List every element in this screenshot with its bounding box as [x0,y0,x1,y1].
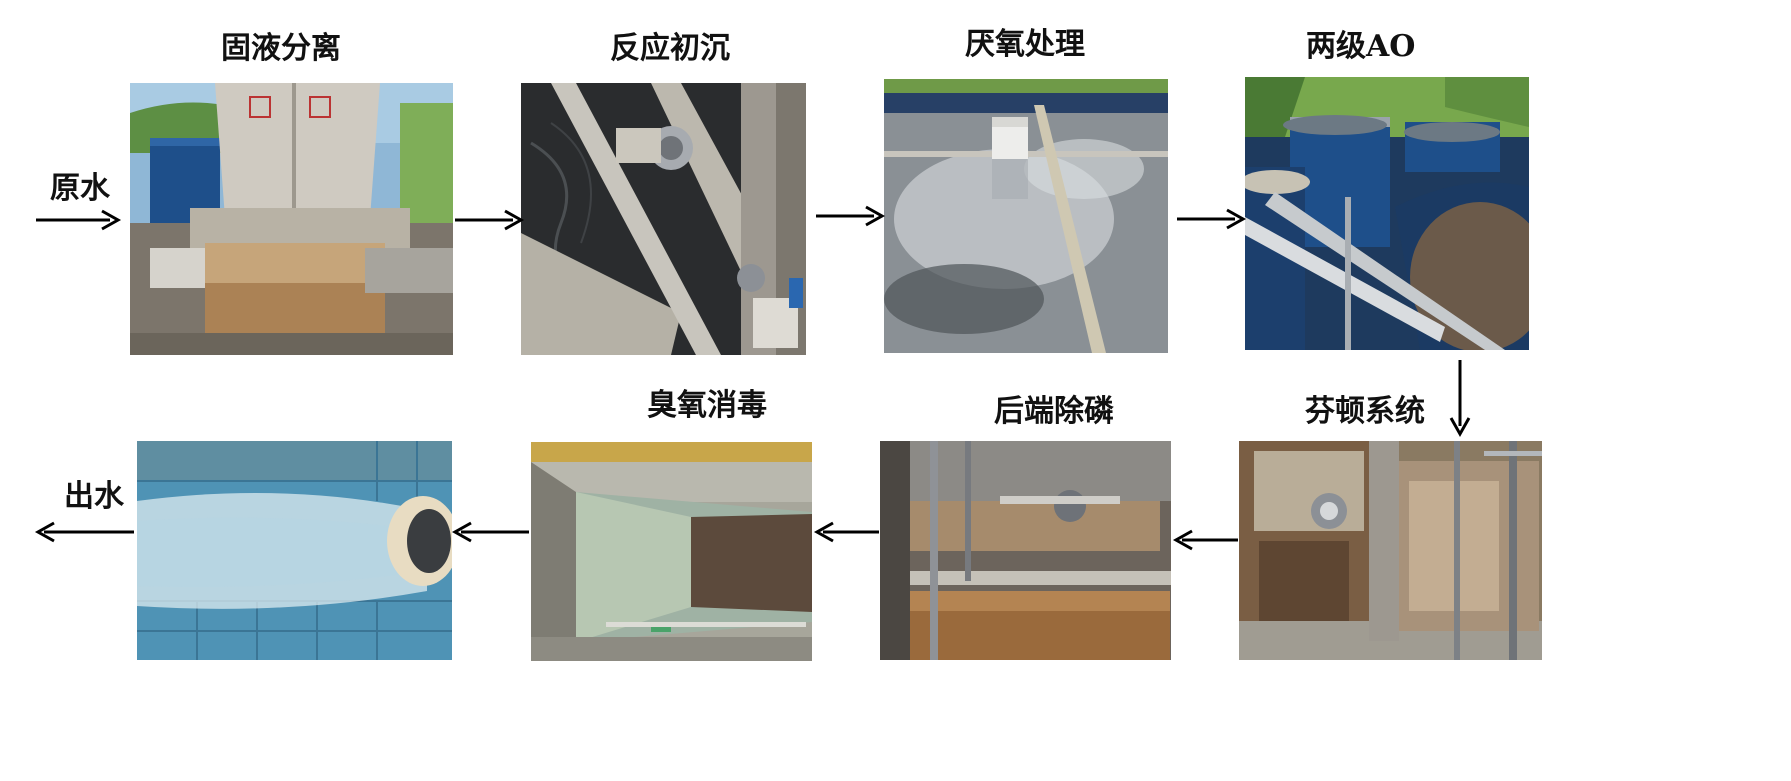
two-stage-ao-tank-photo [1245,77,1529,350]
stage-label-two-stage-ao: 两级AO [1306,29,1416,64]
stage-label-fenton-system: 芬顿系统 [1305,394,1425,429]
solid-liquid-separator-photo [130,83,453,355]
flow-arrow-6-to-7 [813,521,879,543]
flow-arrow-4-to-5 [1449,360,1471,438]
ozone-disinfection-photo [531,442,812,661]
flow-arrow-5-to-6 [1172,529,1238,551]
flow-arrow-raw-water-in [36,209,122,231]
stage-label-ozone-disinfection: 臭氧消毒 [647,388,767,423]
anaerobic-tank-photo [884,79,1168,353]
phosphorus-removal-photo [880,441,1171,660]
output-label-effluent: 出水 [64,479,124,514]
stage-label-phosphorus-removal: 后端除磷 [994,394,1114,429]
flow-arrow-effluent-out [34,521,134,543]
input-label-raw-water: 原水 [50,171,110,206]
effluent-outlet-photo [137,441,452,660]
flow-arrow-7-to-8 [451,521,529,543]
stage-label-primary-sedimentation: 反应初沉 [610,31,730,66]
stage-label-solid-liquid-separation: 固液分离 [221,31,341,66]
primary-sedimentation-photo [521,83,806,355]
flow-arrow-3-to-4 [1177,208,1247,230]
flow-arrow-1-to-2 [455,209,525,231]
fenton-system-photo [1239,441,1542,660]
stage-label-anaerobic-treatment: 厌氧处理 [965,27,1085,62]
flow-arrow-2-to-3 [816,205,886,227]
